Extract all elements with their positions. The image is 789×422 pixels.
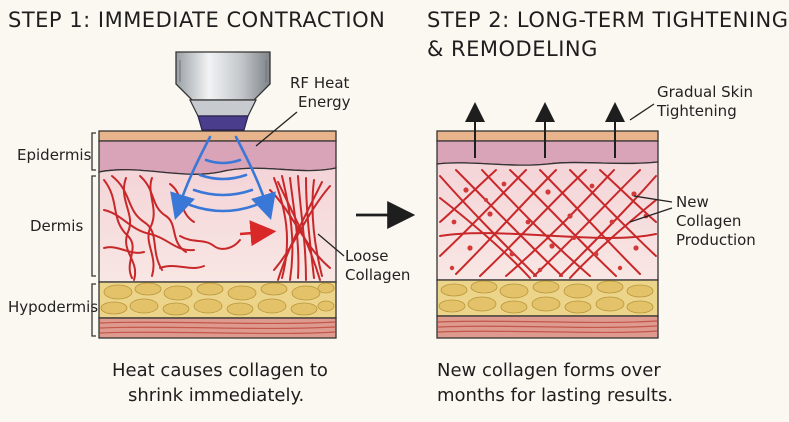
step2-title-line1: STEP 2: LONG-TERM TIGHTENING xyxy=(427,8,789,32)
rf-energy-label: Energy xyxy=(298,93,351,111)
collagen-label-2: Collagen xyxy=(676,212,742,230)
tightening-label: Tightening xyxy=(657,102,737,120)
step1-skin-block xyxy=(98,130,337,339)
loose-label: Loose xyxy=(345,247,389,265)
epidermis-label: Epidermis xyxy=(17,146,92,164)
production-label: Production xyxy=(676,231,756,249)
skin-diagram xyxy=(91,51,673,339)
rf-waves xyxy=(170,135,276,220)
step1-caption-line2: shrink immediately. xyxy=(128,385,305,406)
layer-bracket xyxy=(91,132,96,337)
dermis-label: Dermis xyxy=(30,217,84,235)
step1-title: STEP 1: IMMEDIATE CONTRACTION xyxy=(8,8,386,32)
new-label: New xyxy=(676,193,709,211)
step2-caption-line2: months for lasting results. xyxy=(437,385,674,406)
step2-title-line2: & REMODELING xyxy=(427,37,598,61)
rf-device xyxy=(175,51,271,131)
gradual-skin-label: Gradual Skin xyxy=(657,83,754,101)
hypodermis-label: Hypodermis xyxy=(8,298,99,316)
rf-heat-label: RF Heat xyxy=(290,74,350,92)
step2-skin-block xyxy=(436,102,673,339)
step1-caption-line1: Heat causes collagen to xyxy=(112,360,328,381)
collagen-label: Collagen xyxy=(345,266,411,284)
step2-caption-line1: New collagen forms over xyxy=(437,360,661,381)
